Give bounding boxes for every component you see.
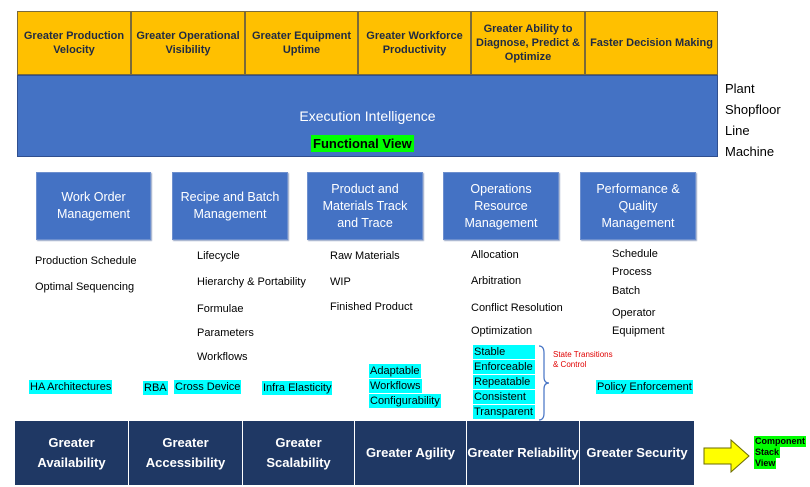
benefit-workforce-productivity: Greater Workforce Productivity (358, 11, 471, 75)
item-workflows: Workflows (197, 351, 248, 363)
execution-intelligence-title: Execution Intelligence (299, 108, 436, 124)
module-track-trace: Product and Materials Track and Trace (307, 172, 423, 240)
benefit-production-velocity: Greater Production Velocity (17, 11, 131, 75)
capability-cross-device: Cross Device (174, 380, 242, 394)
item-process: Process (612, 266, 652, 278)
item-optimal-sequencing: Optimal Sequencing (35, 281, 135, 293)
capability-enforceable: Enforceable (473, 360, 535, 374)
capability-stable: Stable (473, 345, 535, 359)
capability-repeatable: Repeatable (473, 375, 535, 389)
levels-list: Plant Shopfloor Line Machine (725, 78, 781, 162)
capability-adaptable-group: Adaptable Workflows Configurability (369, 364, 441, 408)
level-line: Line (725, 123, 750, 138)
item-finished-product: Finished Product (330, 301, 413, 313)
bottom-agility: Greater Agility (355, 421, 467, 485)
right-arrow-icon (703, 439, 750, 473)
bottom-security: Greater Security (580, 421, 694, 485)
capability-policy-enforcement: Policy Enforcement (596, 380, 693, 394)
state-transitions-line2: & Control (553, 360, 587, 369)
item-batch: Batch (612, 285, 641, 297)
state-bracket (538, 345, 550, 421)
bottom-scalability: Greater Scalability (243, 421, 355, 485)
item-lifecycle: Lifecycle (197, 250, 240, 262)
capability-configurability: Configurability (369, 394, 441, 408)
execution-intelligence-band: Execution Intelligence Functional View (17, 75, 718, 157)
state-transitions-note: State Transitions & Control (553, 350, 613, 370)
level-shopfloor: Shopfloor (725, 102, 781, 117)
benefit-operational-visibility: Greater Operational Visibility (131, 11, 245, 75)
view-label: View (754, 458, 777, 469)
module-performance-quality: Performance & Quality Management (580, 172, 696, 240)
module-recipe-batch: Recipe and Batch Management (172, 172, 288, 240)
item-operator: Operator (612, 307, 656, 319)
item-allocation: Allocation (471, 249, 519, 261)
level-machine: Machine (725, 144, 775, 159)
bottom-availability: Greater Availability (15, 421, 129, 485)
capability-transparent: Transparent (473, 405, 535, 419)
functional-view-label: Functional View (311, 135, 414, 152)
benefit-diagnose-predict-optimize: Greater Ability to Diagnose, Predict & O… (471, 11, 585, 75)
state-transitions-line1: State Transitions (553, 350, 613, 359)
item-parameters: Parameters (197, 327, 254, 339)
capability-state-group: Stable Enforceable Repeatable Consistent… (473, 345, 535, 419)
item-production-schedule: Production Schedule (35, 255, 137, 267)
capability-rba: RBA (143, 381, 168, 395)
level-plant: Plant (725, 81, 755, 96)
stack-label: Stack (754, 447, 781, 458)
capability-infra-elasticity: Infra Elasticity (262, 381, 333, 395)
item-wip: WIP (330, 276, 351, 288)
capability-consistent: Consistent (473, 390, 535, 404)
capability-ha-architectures: HA Architectures (29, 380, 113, 394)
benefit-faster-decision-making: Faster Decision Making (585, 11, 718, 75)
component-label: Component (754, 436, 806, 447)
item-schedule: Schedule (612, 248, 658, 260)
benefit-equipment-uptime: Greater Equipment Uptime (245, 11, 358, 75)
item-conflict-resolution: Conflict Resolution (471, 302, 563, 314)
item-optimization: Optimization (471, 325, 533, 337)
capability-adaptable: Adaptable (369, 364, 421, 378)
item-equipment: Equipment (612, 325, 665, 337)
bottom-accessibility: Greater Accessibility (129, 421, 243, 485)
capability-workflows: Workflows (369, 379, 422, 393)
item-hierarchy-portability: Hierarchy & Portability (197, 276, 306, 288)
item-formulae: Formulae (197, 303, 244, 315)
module-operations-resource: Operations Resource Management (443, 172, 559, 240)
item-raw-materials: Raw Materials (330, 250, 400, 262)
item-arbitration: Arbitration (471, 275, 522, 287)
module-work-order: Work Order Management (36, 172, 151, 240)
bottom-reliability: Greater Reliability (467, 421, 580, 485)
component-stack-view: Component Stack View (754, 436, 806, 469)
